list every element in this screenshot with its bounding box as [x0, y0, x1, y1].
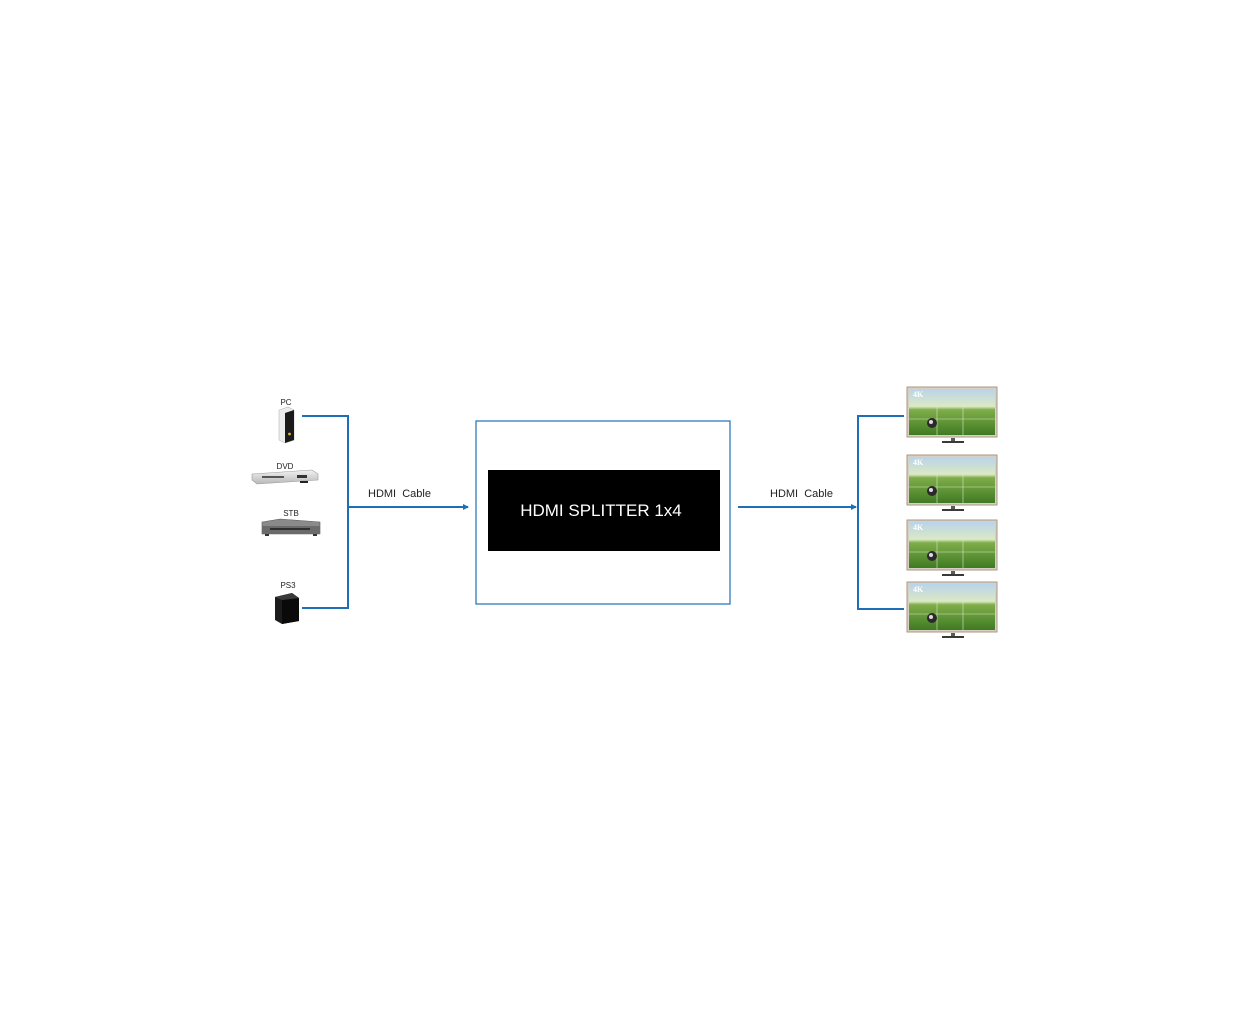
dvd-player-icon — [251, 469, 319, 485]
tv-badge-4: 4K — [913, 585, 924, 594]
source-label-dvd: DVD — [277, 462, 294, 471]
set-top-box-icon — [261, 518, 321, 536]
splitter-body — [488, 470, 720, 551]
source-ps3: PS3 — [275, 581, 299, 624]
display-tv-3: 4K — [906, 519, 998, 576]
source-stb: STB — [261, 509, 321, 536]
input-cable-label: HDMI Cable — [368, 488, 431, 500]
tv-icon — [906, 454, 998, 511]
game-console-icon — [275, 593, 299, 624]
tv-icon — [906, 386, 998, 443]
tv-badge-3: 4K — [913, 523, 924, 532]
display-tv-1: 4K — [906, 386, 998, 443]
splitter-label: HDMI SPLITTER 1x4 — [520, 501, 682, 520]
source-dvd: DVD — [251, 462, 319, 485]
source-pc: PC — [278, 398, 295, 444]
output-connector-lines — [738, 415, 904, 610]
pc-tower-icon — [278, 406, 295, 444]
tv-icon — [906, 581, 998, 638]
tv-icon — [906, 519, 998, 576]
display-tv-2: 4K — [906, 454, 998, 511]
source-label-ps3: PS3 — [280, 581, 296, 590]
tv-badge-2: 4K — [913, 458, 924, 467]
output-cable-label: HDMI Cable — [770, 488, 833, 500]
hdmi-splitter: HDMI SPLITTER 1x4 — [475, 420, 731, 605]
input-connector-lines — [302, 415, 469, 609]
source-label-pc: PC — [280, 398, 291, 407]
display-tv-4: 4K — [906, 581, 998, 638]
tv-badge-1: 4K — [913, 390, 924, 399]
source-label-stb: STB — [283, 509, 299, 518]
